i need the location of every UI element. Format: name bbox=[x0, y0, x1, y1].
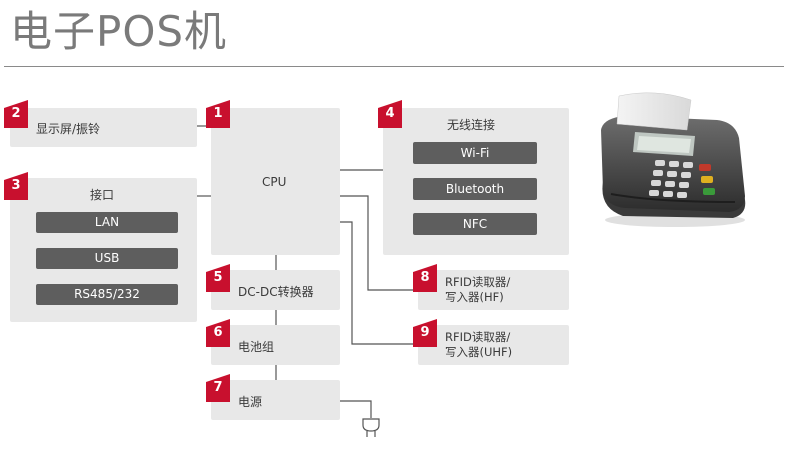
badge-8: 8 bbox=[413, 264, 437, 292]
rfid-hf-block: RFID读取器/ 写入器(HF) bbox=[418, 270, 569, 310]
dcdc-block: DC-DC转换器 bbox=[211, 270, 340, 310]
badge-5: 5 bbox=[206, 264, 230, 292]
nfc-pill: NFC bbox=[413, 213, 537, 235]
usb-pill: USB bbox=[36, 248, 178, 269]
badge-9: 9 bbox=[413, 319, 437, 347]
badge-number: 8 bbox=[420, 270, 430, 285]
badge-number: 2 bbox=[11, 106, 21, 121]
display-label: 显示屏/振铃 bbox=[36, 122, 101, 136]
cpu-label: CPU bbox=[262, 175, 287, 189]
badge-1: 1 bbox=[206, 100, 230, 128]
page-title: 电子POS机 bbox=[10, 7, 228, 56]
badge-3: 3 bbox=[4, 172, 28, 200]
bluetooth-pill: Bluetooth bbox=[413, 178, 537, 200]
power-label: 电源 bbox=[238, 395, 263, 409]
badge-number: 1 bbox=[213, 106, 223, 121]
power-plug-icon bbox=[362, 418, 380, 437]
badge-2: 2 bbox=[4, 100, 28, 128]
pos-terminal-image bbox=[601, 92, 746, 227]
wifi-pill: Wi-Fi bbox=[413, 142, 537, 164]
power-block: 电源 bbox=[211, 380, 340, 420]
battery-block: 电池组 bbox=[211, 325, 340, 365]
rs485-pill: RS485/232 bbox=[36, 284, 178, 305]
dcdc-label: DC-DC转换器 bbox=[238, 285, 314, 299]
badge-number: 5 bbox=[213, 270, 223, 285]
display-block: 显示屏/振铃 bbox=[10, 108, 197, 147]
rfid-hf-line1: RFID读取器/ bbox=[445, 275, 511, 289]
interface-block: 接口 LAN USB RS485/232 bbox=[10, 178, 197, 322]
badge-6: 6 bbox=[206, 319, 230, 347]
badge-4: 4 bbox=[378, 100, 402, 128]
interface-label: 接口 bbox=[90, 188, 115, 202]
badge-number: 4 bbox=[385, 106, 395, 121]
rfid-uhf-block: RFID读取器/ 写入器(UHF) bbox=[418, 325, 569, 365]
badge-number: 9 bbox=[420, 325, 430, 340]
badge-number: 7 bbox=[213, 380, 223, 395]
badge-number: 3 bbox=[11, 178, 21, 193]
badge-number: 6 bbox=[213, 325, 223, 340]
lan-pill: LAN bbox=[36, 212, 178, 233]
rfid-uhf-line1: RFID读取器/ bbox=[445, 330, 511, 344]
rfid-hf-line2: 写入器(HF) bbox=[445, 290, 504, 304]
battery-label: 电池组 bbox=[238, 340, 275, 354]
wireless-label: 无线连接 bbox=[447, 118, 496, 132]
badge-7: 7 bbox=[206, 374, 230, 402]
cpu-block: CPU bbox=[211, 108, 340, 255]
title-divider bbox=[4, 66, 784, 67]
rfid-uhf-line2: 写入器(UHF) bbox=[445, 345, 513, 359]
wireless-block: 无线连接 Wi-Fi Bluetooth NFC bbox=[383, 108, 569, 255]
